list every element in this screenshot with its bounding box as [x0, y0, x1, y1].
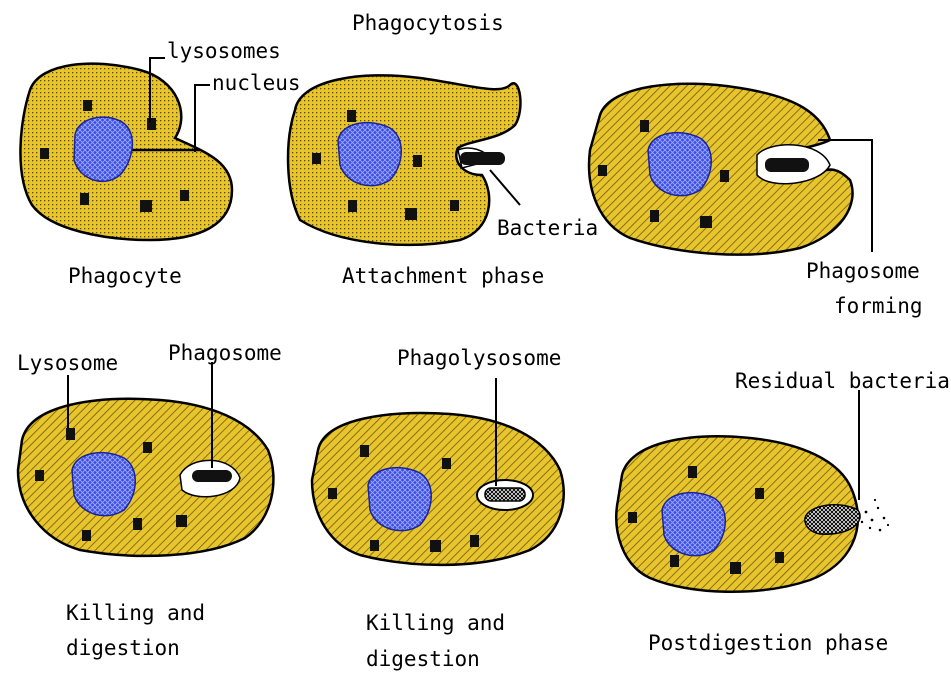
- label-phagosome-forming-line2: forming: [834, 294, 923, 318]
- label-phagosome: Phagosome: [168, 341, 282, 365]
- nucleus-5: [368, 468, 431, 531]
- stage-attachment: Attachment phase: [342, 264, 544, 288]
- label-phagosome-forming-line1: Phagosome: [806, 259, 920, 283]
- nucleus-2: [338, 123, 401, 186]
- nucleus-3: [648, 133, 711, 196]
- bacterium-attached: [460, 152, 505, 165]
- label-lysosomes: lysosomes: [167, 39, 281, 63]
- nucleus-4: [72, 453, 135, 516]
- nucleus-1: [74, 117, 132, 181]
- cell-killing-1: [18, 399, 273, 556]
- label-lysosome: Lysosome: [17, 351, 118, 375]
- bacterium-engulfing: [765, 158, 809, 172]
- expelled-debris: [861, 499, 889, 531]
- stage-killing1-line1: Killing and: [66, 601, 205, 625]
- bacterium-in-phagosome: [192, 470, 232, 482]
- label-phagolysosome: Phagolysosome: [397, 346, 561, 370]
- label-nucleus: nucleus: [212, 71, 301, 95]
- stage-killing1-line2: digestion: [66, 636, 180, 660]
- stage-postdigestion: Postdigestion phase: [648, 631, 888, 655]
- label-residual-bacteria: Residual bacteria: [735, 369, 950, 393]
- label-bacteria: Bacteria: [497, 216, 598, 240]
- stage-killing2-line2: digestion: [366, 647, 480, 671]
- nucleus-6: [662, 493, 725, 556]
- stage-phagocyte: Phagocyte: [68, 264, 182, 288]
- cell-phagosome-forming: [589, 84, 852, 255]
- bacterium-digesting: [485, 488, 525, 501]
- cell-phagocyte: [20, 64, 232, 240]
- stage-killing2-line1: Killing and: [366, 611, 505, 635]
- diagram-title: Phagocytosis: [352, 11, 504, 35]
